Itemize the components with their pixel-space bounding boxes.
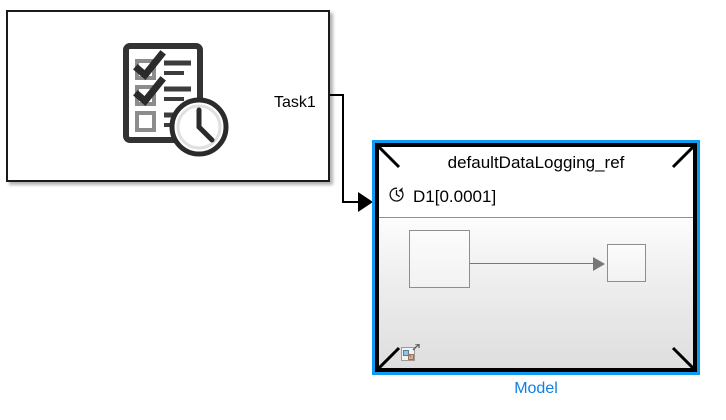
timer-clock-icon <box>387 185 406 209</box>
model-block-rate-row: D1[0.0001] <box>387 185 496 209</box>
model-reference-badge-icon[interactable] <box>401 343 421 362</box>
signal-arrowhead-icon <box>358 192 373 212</box>
model-block-header: defaultDataLogging_ref D1[0.0001] <box>379 147 693 218</box>
task-scheduler-block[interactable]: Task1 <box>6 10 330 182</box>
signal-line-segment-horizontal-top[interactable] <box>330 94 344 96</box>
model-block-body <box>379 218 693 368</box>
inner-signal-line <box>470 263 596 264</box>
task-output-port-label: Task1 <box>274 94 316 111</box>
model-block-inner-frame: defaultDataLogging_ref D1[0.0001] <box>375 143 697 372</box>
inner-block-sink[interactable] <box>607 244 646 282</box>
corner-marker-bottom-right <box>671 346 693 368</box>
corner-marker-top-left <box>379 147 401 169</box>
inner-block-source[interactable] <box>409 230 470 288</box>
model-block-title: defaultDataLogging_ref <box>447 153 625 172</box>
signal-line-segment-horizontal-bottom[interactable] <box>342 201 360 203</box>
inner-signal-arrowhead-icon <box>593 257 605 271</box>
model-block-rate-label: D1[0.0001] <box>413 187 497 206</box>
corner-marker-bottom-left <box>379 346 401 368</box>
model-block-caption: Model <box>514 380 558 397</box>
signal-line-segment-vertical[interactable] <box>342 94 344 202</box>
checklist-clock-icon <box>120 42 232 158</box>
corner-marker-top-right <box>671 147 693 169</box>
model-reference-block[interactable]: defaultDataLogging_ref D1[0.0001] <box>372 140 700 375</box>
